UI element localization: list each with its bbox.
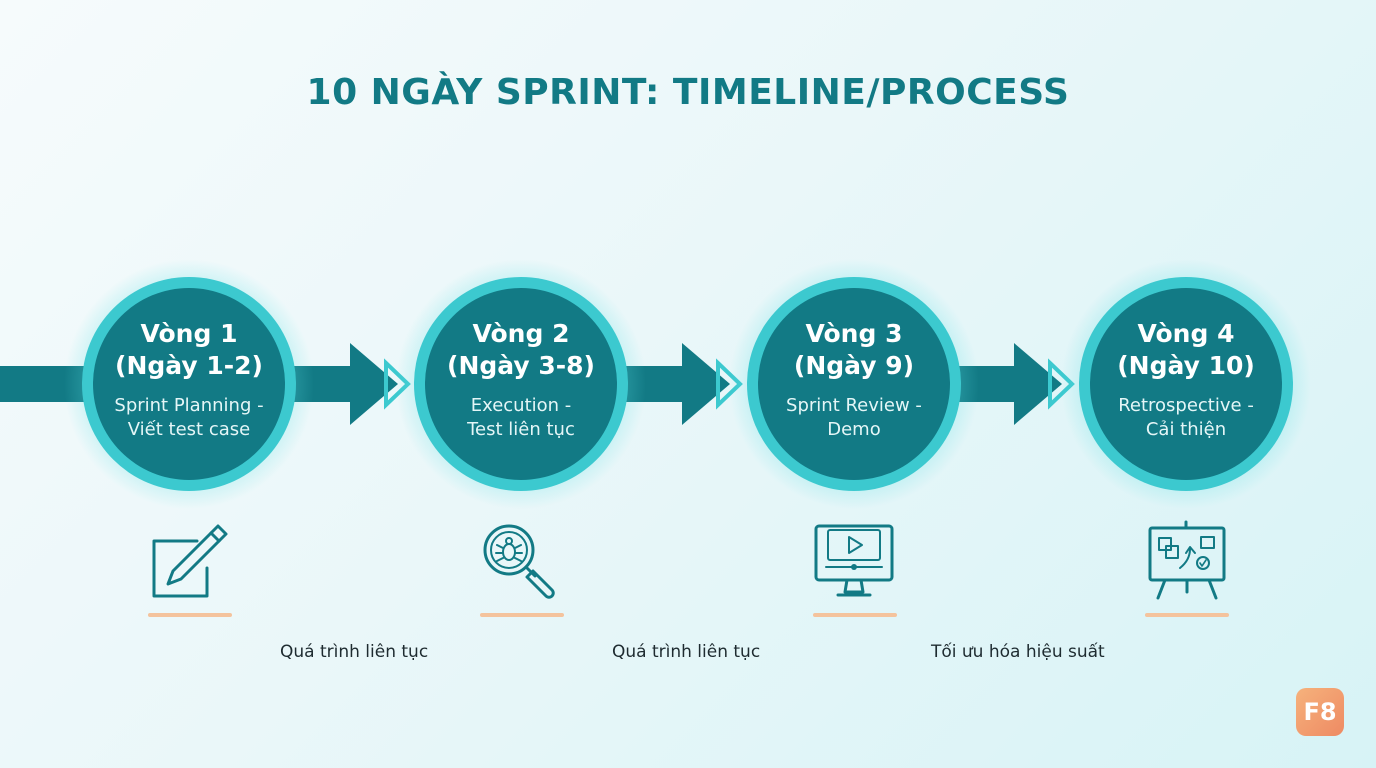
note-1: Quá trình liên tục — [280, 642, 429, 662]
note-3: Tối ưu hóa hiệu suất — [931, 642, 1105, 662]
arrow-2 — [682, 343, 743, 425]
stage-3: Vòng 3 (Ngày 9) Sprint Review - Demo — [759, 318, 949, 442]
stage-title-line2: (Ngày 10) — [1117, 351, 1255, 380]
stage-circle-4 — [1061, 259, 1311, 509]
stage-title-line1: Vòng 1 — [140, 319, 238, 348]
stage-title-line2: (Ngày 9) — [793, 351, 915, 380]
stage-desc: Sprint Planning - Viết test case — [94, 394, 284, 442]
bug-search-icon — [483, 524, 555, 599]
stage-title-line1: Vòng 2 — [472, 319, 570, 348]
stage-title-line1: Vòng 4 — [1137, 319, 1235, 348]
pencil-note-icon — [152, 524, 228, 598]
stage-desc: Retrospective - Cải thiện — [1091, 394, 1281, 442]
stage-desc-line1: Sprint Planning - — [114, 395, 264, 416]
stage-desc: Sprint Review - Demo — [759, 394, 949, 442]
stage-circle-3 — [729, 259, 979, 509]
stage-title-line1: Vòng 3 — [805, 319, 903, 348]
stage-title-line2: (Ngày 1-2) — [115, 351, 263, 380]
stage-desc-line1: Retrospective - — [1118, 395, 1254, 416]
arrow-3 — [1014, 343, 1075, 425]
stage-desc-line2: Viết test case — [127, 419, 251, 440]
stage-title-line2: (Ngày 3-8) — [447, 351, 595, 380]
page-title: 10 NGÀY SPRINT: TIMELINE/PROCESS — [306, 72, 1070, 113]
stage-2: Vòng 2 (Ngày 3-8) Execution - Test liên … — [426, 318, 616, 442]
stage-desc: Execution - Test liên tục — [426, 394, 616, 442]
stage-circle-2 — [396, 259, 646, 509]
whiteboard-icon — [1148, 520, 1226, 600]
stage-circle-1 — [64, 259, 314, 509]
monitor-play-icon — [814, 524, 894, 597]
stage-4: Vòng 4 (Ngày 10) Retrospective - Cải thi… — [1091, 318, 1281, 442]
stage-1: Vòng 1 (Ngày 1-2) Sprint Planning - Viết… — [94, 318, 284, 442]
stage-desc-line2: Demo — [827, 419, 881, 440]
stage-desc-line2: Cải thiện — [1145, 419, 1227, 440]
stage-desc-line1: Execution - — [470, 395, 572, 416]
note-2: Quá trình liên tục — [612, 642, 761, 662]
stage-desc-line2: Test liên tục — [467, 419, 575, 440]
brand-logo: F8 — [1296, 688, 1344, 736]
stage-desc-line1: Sprint Review - — [786, 395, 922, 416]
